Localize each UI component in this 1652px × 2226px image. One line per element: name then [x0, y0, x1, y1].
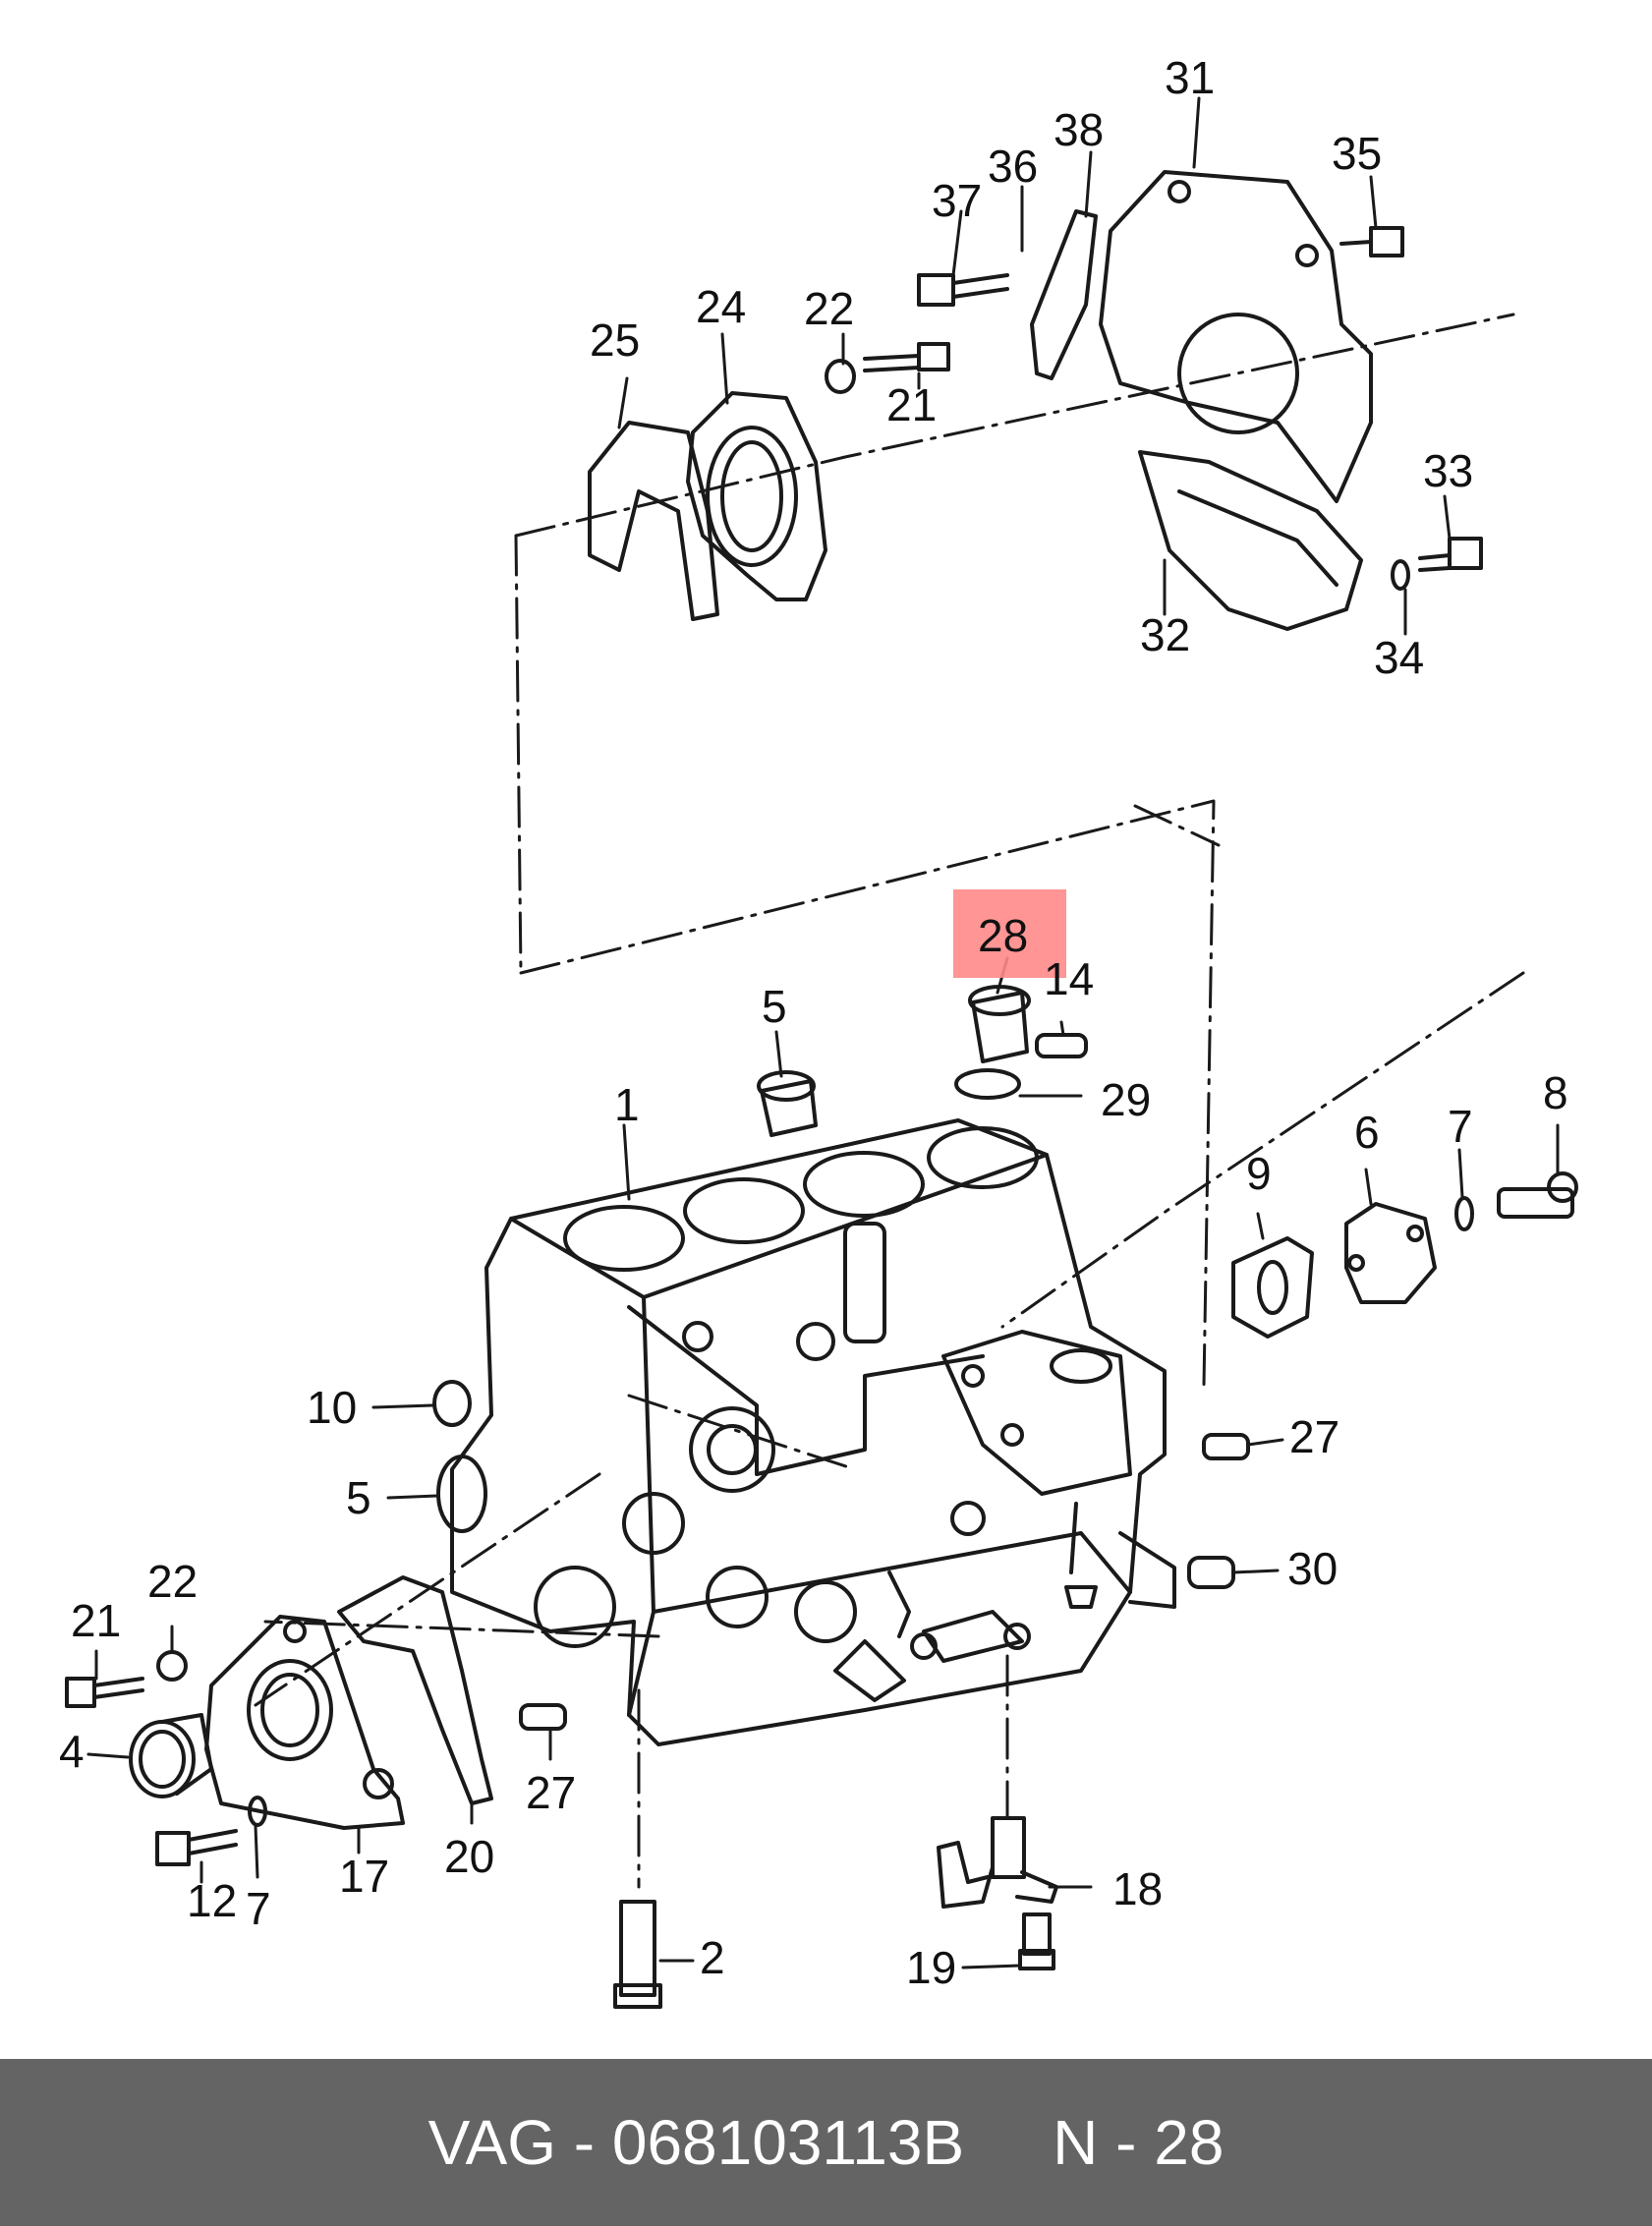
bolt-part-8 [1497, 1171, 1578, 1219]
flange-part-17 [204, 1615, 405, 1830]
callout-21-front: 21 [71, 1595, 121, 1646]
bolt-part-37 [917, 273, 1009, 307]
seal-ring-part-29 [954, 1068, 1021, 1100]
clip-part-7-left [248, 1796, 267, 1827]
callout-38: 38 [1054, 104, 1104, 155]
callout-29: 29 [1101, 1074, 1151, 1125]
washer-part-34 [1391, 559, 1410, 591]
callout-5-top: 5 [762, 981, 787, 1032]
bolt-part-33 [1418, 537, 1483, 572]
dowel-part-27-left [519, 1703, 567, 1731]
callout-37: 37 [932, 175, 982, 226]
callout-10: 10 [307, 1382, 357, 1433]
callout-33: 33 [1423, 445, 1473, 496]
callout-2: 2 [700, 1932, 725, 1983]
callout-25: 25 [590, 314, 640, 366]
callout-1: 1 [614, 1079, 640, 1130]
bolt-part-21-top [863, 342, 950, 372]
bracket-part-38 [1030, 209, 1098, 380]
callout-22-top: 22 [804, 283, 854, 334]
bolt-part-2 [613, 1900, 662, 2009]
callout-17: 17 [339, 1851, 389, 1902]
plug-part-30 [1187, 1556, 1235, 1589]
callout-31: 31 [1165, 52, 1215, 103]
callout-35: 35 [1332, 128, 1382, 179]
callout-21-top: 21 [886, 379, 937, 430]
callout-9: 9 [1246, 1148, 1272, 1199]
washer-part-22-top [825, 359, 856, 394]
pipe-flange-part-28 [968, 985, 1031, 1063]
clip-part-7-right [1454, 1196, 1474, 1231]
gasket-part-20 [337, 1575, 493, 1805]
callout-27-left: 27 [526, 1767, 576, 1818]
callout-19: 19 [906, 1942, 956, 1993]
dowel-part-27-right [1202, 1433, 1250, 1460]
engine-block-part-1 [450, 1118, 1176, 1746]
callout-24: 24 [696, 281, 746, 332]
callout-28: 28 [978, 910, 1028, 961]
rear-cover-part-31 [1099, 170, 1373, 503]
callout-34: 34 [1374, 632, 1424, 683]
callout-20: 20 [444, 1831, 494, 1882]
callout-5-side: 5 [346, 1472, 371, 1523]
callout-8: 8 [1543, 1067, 1568, 1118]
footer-bar: VAG - 068103113B N - 28 [0, 2059, 1652, 2226]
footer-separator: - [573, 2107, 596, 2178]
plug-part-10 [432, 1380, 472, 1427]
footer-part-number: 068103113B [611, 2107, 965, 2178]
highlight-box [953, 889, 1066, 978]
bolt-part-35 [1339, 226, 1404, 257]
callout-7-left: 7 [246, 1883, 271, 1934]
footer-diagram-ref: N - 28 [1053, 2107, 1225, 2178]
cover-part-32 [1138, 450, 1363, 631]
callout-22-front: 22 [147, 1556, 198, 1607]
bolt-part-19 [1018, 1912, 1055, 1970]
cover-part-6 [1344, 1202, 1437, 1304]
washer-part-22-front [156, 1650, 188, 1682]
callout-14: 14 [1044, 953, 1094, 1004]
footer-brand: VAG [427, 2107, 556, 2178]
callout-18: 18 [1112, 1863, 1163, 1914]
plug-part-5-side [436, 1455, 487, 1533]
bolt-part-12 [155, 1829, 238, 1866]
plug-part-5-top [757, 1070, 818, 1137]
callout-4: 4 [59, 1726, 85, 1777]
oil-seal-part-4 [129, 1713, 213, 1798]
gasket-part-25 [588, 421, 719, 621]
pin-part-14 [1035, 1033, 1088, 1058]
callout-12: 12 [187, 1875, 237, 1926]
callout-36: 36 [988, 141, 1038, 192]
flange-part-24 [686, 391, 827, 601]
gasket-part-9 [1231, 1236, 1314, 1339]
bolt-part-21-front [65, 1677, 144, 1708]
coolant-pipe-part-18 [937, 1816, 1058, 1909]
callout-30: 30 [1287, 1543, 1338, 1594]
exploded-parts-diagram: 1 2 4 5 5 6 7 7 8 9 10 12 14 17 18 19 20… [59, 52, 1578, 2009]
callout-32: 32 [1140, 609, 1190, 660]
callout-27-right: 27 [1289, 1411, 1339, 1462]
callout-7-right: 7 [1448, 1101, 1473, 1152]
callout-6: 6 [1354, 1107, 1380, 1158]
